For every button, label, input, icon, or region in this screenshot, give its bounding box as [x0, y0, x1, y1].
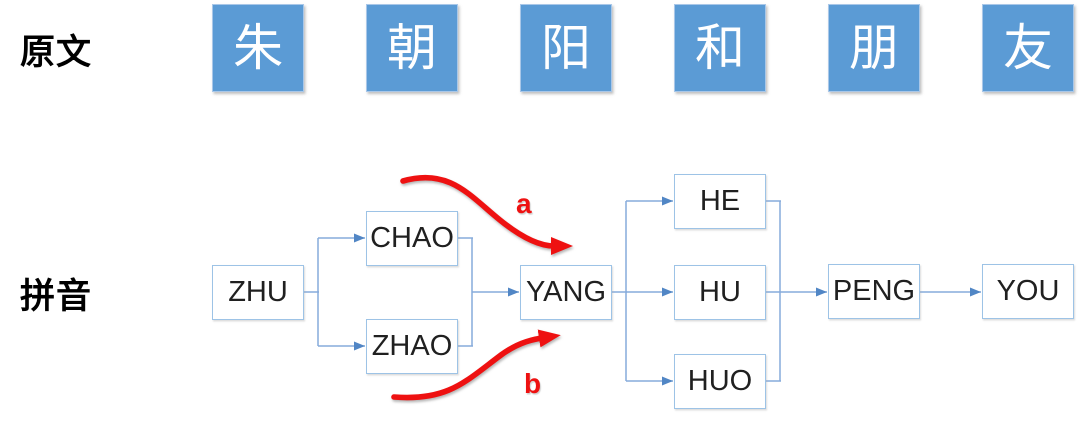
node-he: HE — [674, 174, 766, 229]
node-hu: HU — [674, 265, 766, 320]
node-zhu: ZHU — [212, 265, 304, 320]
path-label-b: b — [524, 368, 542, 399]
char-box-zhu: 朱 — [212, 4, 304, 92]
path-label-a: a — [516, 188, 532, 219]
char-box-he: 和 — [674, 4, 766, 92]
node-you: YOU — [982, 264, 1074, 319]
char-box-peng: 朋 — [828, 4, 920, 92]
node-zhao: ZHAO — [366, 319, 458, 374]
node-chao: CHAO — [366, 211, 458, 266]
char-box-you: 友 — [982, 4, 1074, 92]
char-box-chao: 朝 — [366, 4, 458, 92]
char-box-yang: 阳 — [520, 4, 612, 92]
pinyin-row-label: 拼音 — [20, 277, 93, 316]
node-huo: HUO — [674, 354, 766, 409]
node-yang: YANG — [520, 265, 612, 320]
node-peng: PENG — [828, 264, 920, 319]
original-row-label: 原文 — [20, 33, 93, 72]
